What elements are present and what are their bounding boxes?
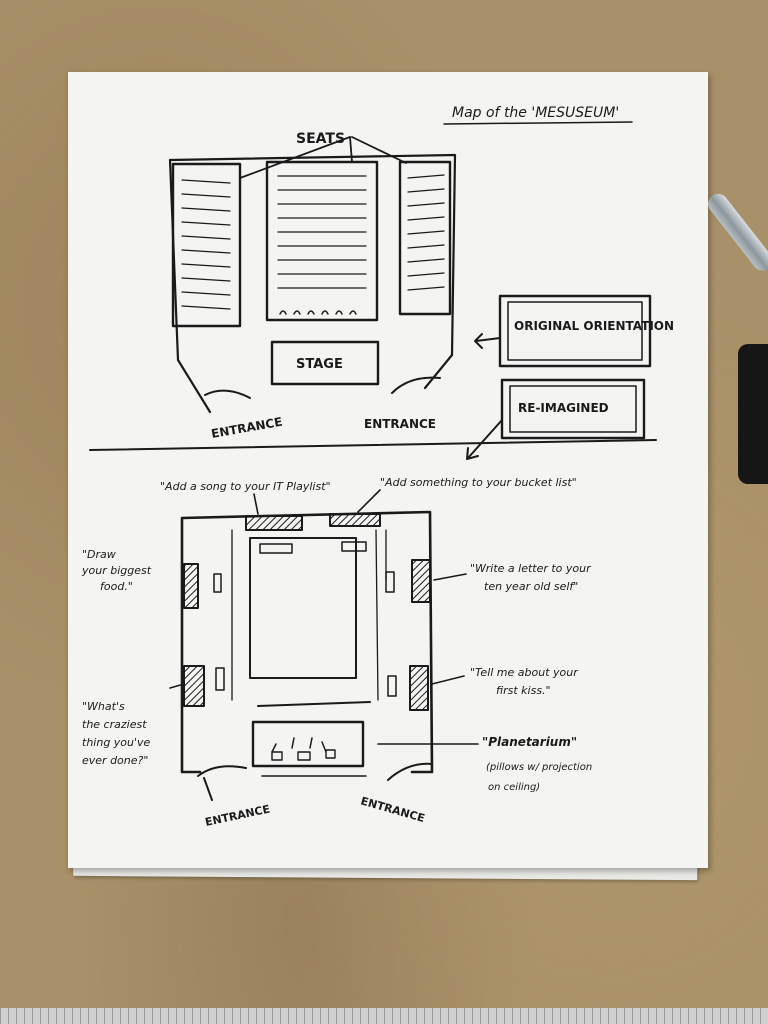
entrance-door-right: [391, 376, 441, 394]
map-title: Map of the 'MESUSEUM': [452, 105, 619, 121]
stage-box: [270, 340, 380, 386]
seats-arrow-right: [351, 136, 407, 164]
entrance-label-right: ENTRANCE: [364, 417, 436, 431]
seat-block-left: [171, 162, 242, 328]
bottom-floor-plan: ENTRANCE ENTRANCE "Add a song to your IT…: [81, 476, 595, 829]
paper-sheet: [68, 72, 708, 868]
station-playlist-marker: [245, 515, 303, 531]
annotation-first-kiss: "Tell me about your first kiss.": [470, 666, 581, 697]
entrance-door-left: [204, 389, 251, 399]
annotation-playlist: "Add a song to your IT Playlist": [160, 480, 331, 493]
pillow-icon: [325, 749, 336, 759]
legend-original-label: ORIGINAL ORIENTATION: [514, 319, 674, 333]
pen-cap-icon: [738, 344, 768, 484]
station-draw-food-marker: [183, 563, 199, 609]
entrance-label-right-bottom: ENTRANCE: [359, 794, 426, 825]
planetarium-box: [251, 720, 365, 768]
seat-rows-right: [407, 174, 445, 291]
legend: ORIGINAL ORIENTATION RE-IMAGINED: [466, 294, 674, 460]
legend-original-arrow-icon: [474, 333, 501, 349]
annotation-bucket-list: "Add something to your bucket list": [380, 476, 577, 489]
ruler: [0, 1008, 768, 1024]
annotation-planetarium: "Planetarium": [482, 735, 577, 749]
seat-rows-left: [181, 179, 231, 310]
legend-reimagined-label: RE-IMAGINED: [518, 401, 609, 415]
station-letter-marker: [411, 559, 431, 603]
annotation-craziest-thing: "What's the craziest thing you've ever d…: [82, 700, 154, 767]
entrance-door-left-bottom: [197, 765, 247, 801]
room-outline: [180, 510, 434, 774]
station-bucket-marker: [329, 513, 381, 527]
pillow-icon: [271, 751, 283, 761]
pillow-icon: [297, 751, 311, 761]
top-floor-plan: SEATS: [168, 131, 457, 441]
central-screen: [249, 537, 357, 679]
entrance-door-right-bottom: [387, 762, 433, 781]
annotation-planetarium-note: (pillows w/ projection on ceiling): [486, 762, 595, 793]
seats-label: SEATS: [296, 131, 345, 147]
seat-block-center: [265, 160, 379, 322]
legend-reimagined-box: [500, 378, 646, 440]
station-first-kiss-marker: [409, 665, 429, 711]
entrance-label-left-bottom: ENTRANCE: [204, 802, 271, 828]
seat-block-right: [398, 160, 452, 316]
title-underline: [443, 121, 633, 125]
section-divider: [89, 439, 657, 451]
stage-label: STAGE: [296, 357, 343, 372]
front-row-seats: [279, 310, 357, 315]
annotation-letter: "Write a letter to your ten year old sel…: [470, 562, 594, 593]
legend-original-box: [498, 294, 652, 368]
legend-reimagined-arrow-icon: [466, 419, 503, 460]
seats-arrow-center: [349, 136, 353, 163]
entrance-label-left: ENTRANCE: [210, 415, 283, 441]
station-craziest-marker: [183, 665, 205, 707]
hall-outline: [168, 153, 457, 414]
annotation-draw-food: "Draw your biggest food.": [81, 548, 155, 593]
seat-rows-center: [277, 175, 367, 289]
